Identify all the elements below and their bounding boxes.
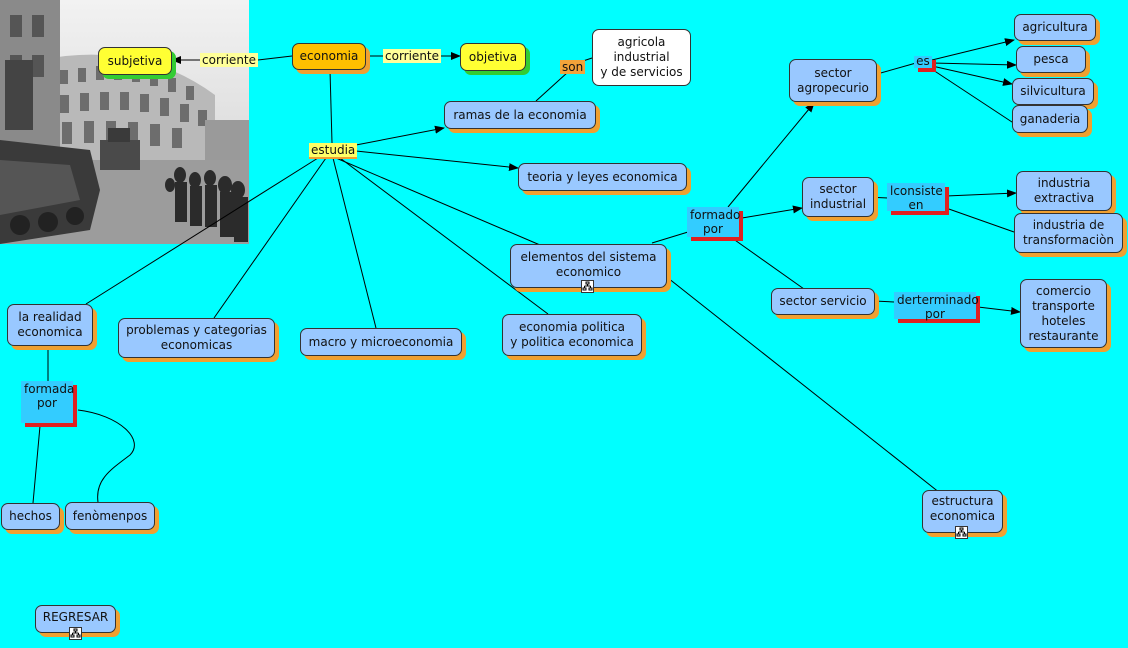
node-estructura-economica[interactable]: estructura economica — [922, 490, 1003, 533]
sub-map-icon[interactable] — [955, 526, 968, 539]
link-label-consiste-en: lconsiste en — [887, 183, 945, 212]
node-subjetiva[interactable]: subjetiva — [98, 47, 172, 75]
node-sector-agropecuario[interactable]: sector agropecurio — [789, 59, 877, 102]
node-fenomenos[interactable]: fenòmenpos — [65, 502, 155, 530]
link-label-es: es — [914, 55, 932, 68]
node-agricultura[interactable]: agricultura — [1014, 14, 1096, 41]
link-label-formado-por: formado por — [687, 207, 740, 237]
node-ganaderia[interactable]: ganaderia — [1012, 105, 1088, 133]
link-label-formada-por: formada por — [21, 381, 74, 423]
node-economia[interactable]: economia — [292, 43, 366, 70]
node-hechos[interactable]: hechos — [1, 503, 60, 530]
node-ramas-de-la-economia[interactable]: ramas de la economia — [444, 101, 596, 129]
node-problemas-y-categorias[interactable]: problemas y categorias economicas — [118, 318, 275, 358]
node-industria-extractiva[interactable]: industria extractiva — [1016, 171, 1112, 211]
node-pesca[interactable]: pesca — [1016, 46, 1086, 73]
node-economia-politica[interactable]: economia politica y politica economica — [502, 314, 642, 356]
link-label-estudia: estudia — [309, 143, 358, 157]
link-label-son: son — [560, 60, 586, 74]
link-label-corriente-left: corriente — [200, 53, 259, 67]
node-la-realidad-economica[interactable]: la realidad economica — [7, 304, 93, 346]
node-objetiva[interactable]: objetiva — [460, 43, 526, 71]
node-sector-industrial[interactable]: sector industrial — [802, 177, 874, 217]
node-macro-y-microeconomia[interactable]: macro y microeconomia — [300, 328, 462, 356]
link-label-determinado-por: derterminado por — [894, 292, 979, 321]
node-industria-de-transformacion[interactable]: industria de transformaciòn — [1014, 213, 1123, 253]
node-teoria-y-leyes[interactable]: teoria y leyes economica — [518, 163, 687, 191]
node-silvicultura[interactable]: silvicultura — [1012, 78, 1094, 105]
colosseum-tanks-photo — [0, 0, 249, 244]
node-sector-servicio[interactable]: sector servicio — [771, 288, 875, 315]
sub-map-icon[interactable] — [69, 627, 82, 640]
node-agricola-industrial-servicios[interactable]: agricola industrial y de servicios — [592, 29, 691, 86]
node-comercio-transporte[interactable]: comercio transporte hoteles restaurante — [1020, 279, 1107, 348]
link-label-corriente-right: corriente — [383, 49, 442, 63]
sub-map-icon[interactable] — [581, 280, 594, 293]
